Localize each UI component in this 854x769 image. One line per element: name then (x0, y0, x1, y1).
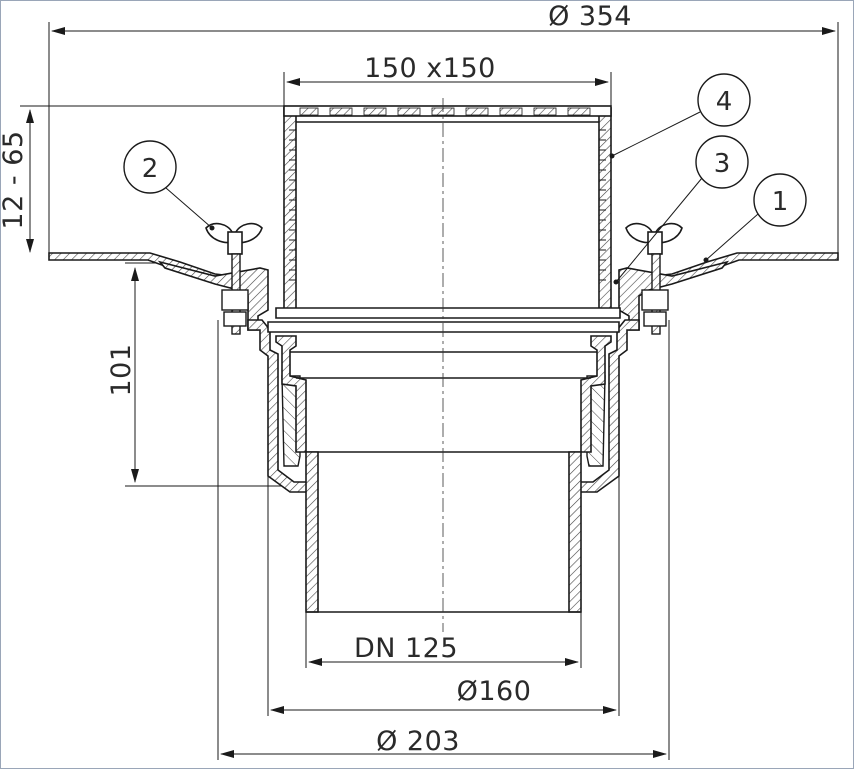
wing-bolt-left (205, 222, 263, 335)
drain-body (247, 319, 640, 493)
dim-diameter-160: Ø160 (457, 676, 532, 707)
dimension-overall: Ø 354 (48, 1, 839, 258)
dimension-203: Ø 203 (217, 320, 670, 760)
dimension-outlet: DN 125 (305, 612, 582, 668)
dim-grate-size: 150 x150 (364, 53, 496, 84)
dim-depth: 101 (106, 343, 137, 396)
dimension-depth: 101 (106, 262, 300, 487)
dim-height-range: 12 - 65 (0, 130, 29, 229)
dimension-grate: 150 x150 (283, 53, 612, 108)
callout-4: 4 (609, 73, 751, 159)
top-extension (275, 105, 621, 319)
callout-1-label: 1 (772, 187, 789, 217)
callout-2: 2 (123, 140, 215, 231)
wing-bolt-right (625, 222, 683, 335)
callout-1: 1 (703, 173, 807, 263)
dim-overall-diameter: Ø 354 (548, 1, 632, 32)
callout-2-label: 2 (142, 154, 159, 184)
dim-diameter-203: Ø 203 (376, 726, 460, 757)
dimension-160: Ø160 (267, 476, 620, 716)
outlet-pipe (305, 451, 582, 613)
callout-4-label: 4 (716, 87, 733, 117)
dim-outlet: DN 125 (354, 633, 458, 664)
callout-3-label: 3 (714, 149, 731, 179)
callout-3: 3 (613, 135, 749, 285)
dimension-height: 12 - 65 (0, 105, 290, 253)
